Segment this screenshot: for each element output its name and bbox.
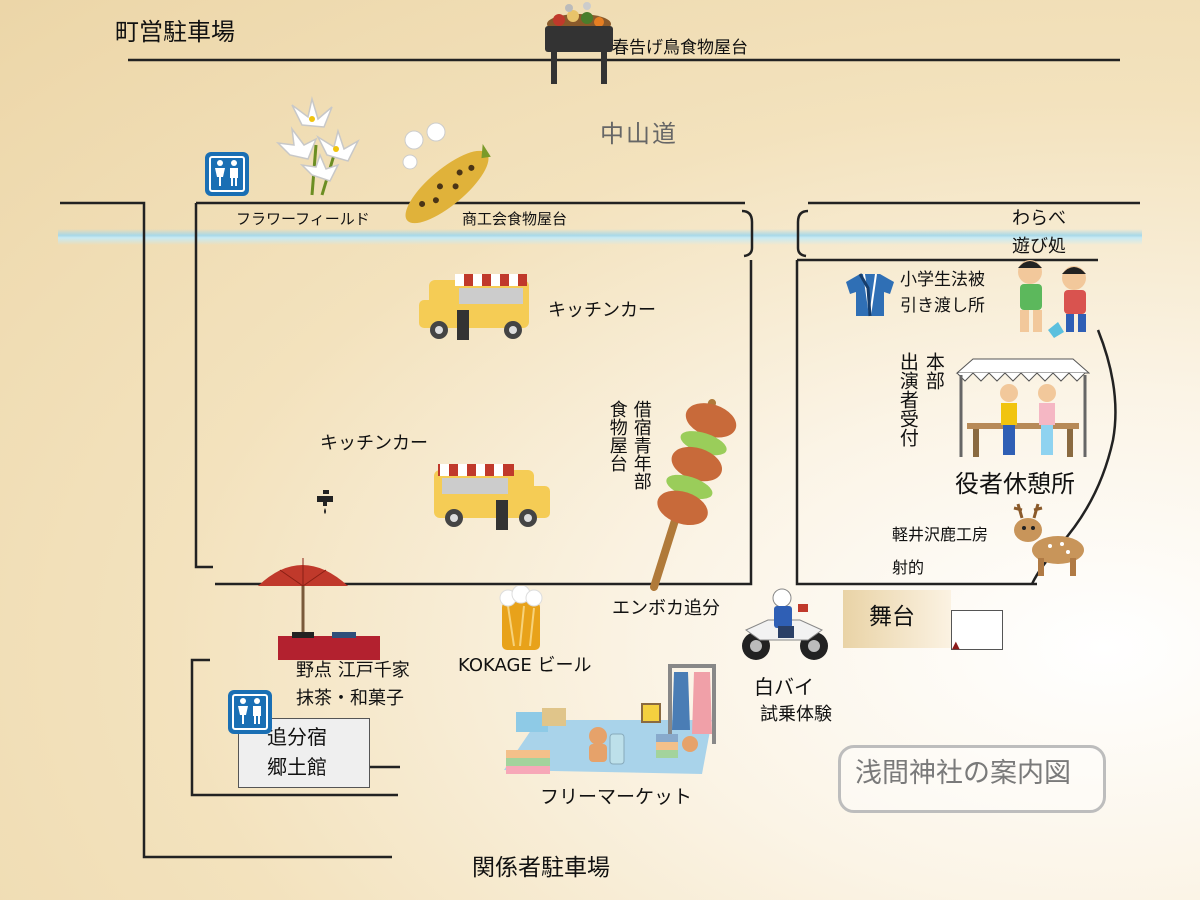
honbu-label: 本部 — [922, 352, 945, 390]
grilled-corn-icon — [402, 122, 491, 224]
lily-flower-icon — [275, 96, 360, 196]
happi-label-1: 小学生法被 — [900, 270, 985, 290]
warabe-label-1: わらべ — [1012, 208, 1066, 229]
police-motorcycle-icon — [742, 588, 828, 660]
happi-coat-icon — [846, 273, 894, 317]
youth-stand-col1: 借宿青年部 — [630, 400, 652, 490]
kitchen-car-top-label: キッチンカー — [548, 300, 656, 321]
yakitori-skewer-icon — [650, 399, 737, 591]
police-label-2: 試乗体験 — [760, 704, 832, 725]
food-truck-icon — [419, 274, 529, 340]
toilet-icon — [205, 152, 249, 196]
map-title-box: 浅間神社の案内図 — [838, 745, 1106, 813]
flower-field-label: フラワーフィールド — [236, 210, 370, 228]
kyodo-label-2: 郷土館 — [267, 755, 327, 779]
nodate-label-2: 抹茶・和菓子 — [296, 688, 404, 709]
yaki-stand-label: 春告げ鳥食物屋台 — [612, 38, 748, 58]
road-name-label: 中山道 — [600, 120, 678, 148]
kokage-beer-label: KOKAGE ビール — [458, 655, 592, 676]
actor-rest-label: 役者休憩所 — [955, 470, 1075, 498]
bbq-grill-icon — [545, 2, 613, 84]
stage-label: 舞台 — [869, 604, 915, 630]
map-title: 浅間神社の案内図 — [855, 758, 1071, 789]
enbokka-label: エンボカ追分 — [612, 598, 720, 619]
flea-market-label: フリーマーケット — [540, 786, 693, 808]
youth-stand-col2: 食物屋台 — [606, 400, 628, 472]
police-label-1: 白バイ — [754, 675, 814, 699]
umbrella-icon — [258, 558, 380, 660]
warabe-label-2: 遊び処 — [1012, 236, 1066, 257]
happi-label-2: 引き渡し所 — [900, 296, 985, 316]
stage-marker: ▲ — [952, 640, 960, 651]
town-parking-label: 町営駐車場 — [115, 18, 235, 46]
children-playing-icon — [1018, 260, 1086, 338]
deer-label-1: 軽井沢鹿工房 — [892, 525, 989, 544]
faucet-icon — [317, 490, 333, 514]
food-truck-icon — [434, 464, 550, 530]
staff-parking-label: 関係者駐車場 — [472, 855, 610, 881]
deer-label-2: 射的 — [892, 558, 925, 577]
beer-icon — [499, 586, 543, 650]
kyodo-label-1: 追分宿 — [267, 725, 327, 749]
stage-side-area — [951, 610, 1003, 650]
nodate-label-1: 野点 江戸千家 — [296, 660, 410, 681]
performer-reception-label: 出演者受付 — [896, 352, 919, 447]
kyodo-museum: 追分宿 郷土館 — [238, 718, 370, 788]
toilet-icon — [228, 690, 272, 734]
chamber-stand-label: 商工会食物屋台 — [462, 210, 568, 228]
flea-market-icon — [504, 664, 716, 774]
stage: 舞台 — [843, 590, 951, 648]
nakasendo-road — [58, 229, 1142, 245]
tent-icon — [955, 358, 1090, 457]
deer-icon — [1013, 503, 1084, 576]
kitchen-car-mid-label: キッチンカー — [320, 433, 428, 454]
